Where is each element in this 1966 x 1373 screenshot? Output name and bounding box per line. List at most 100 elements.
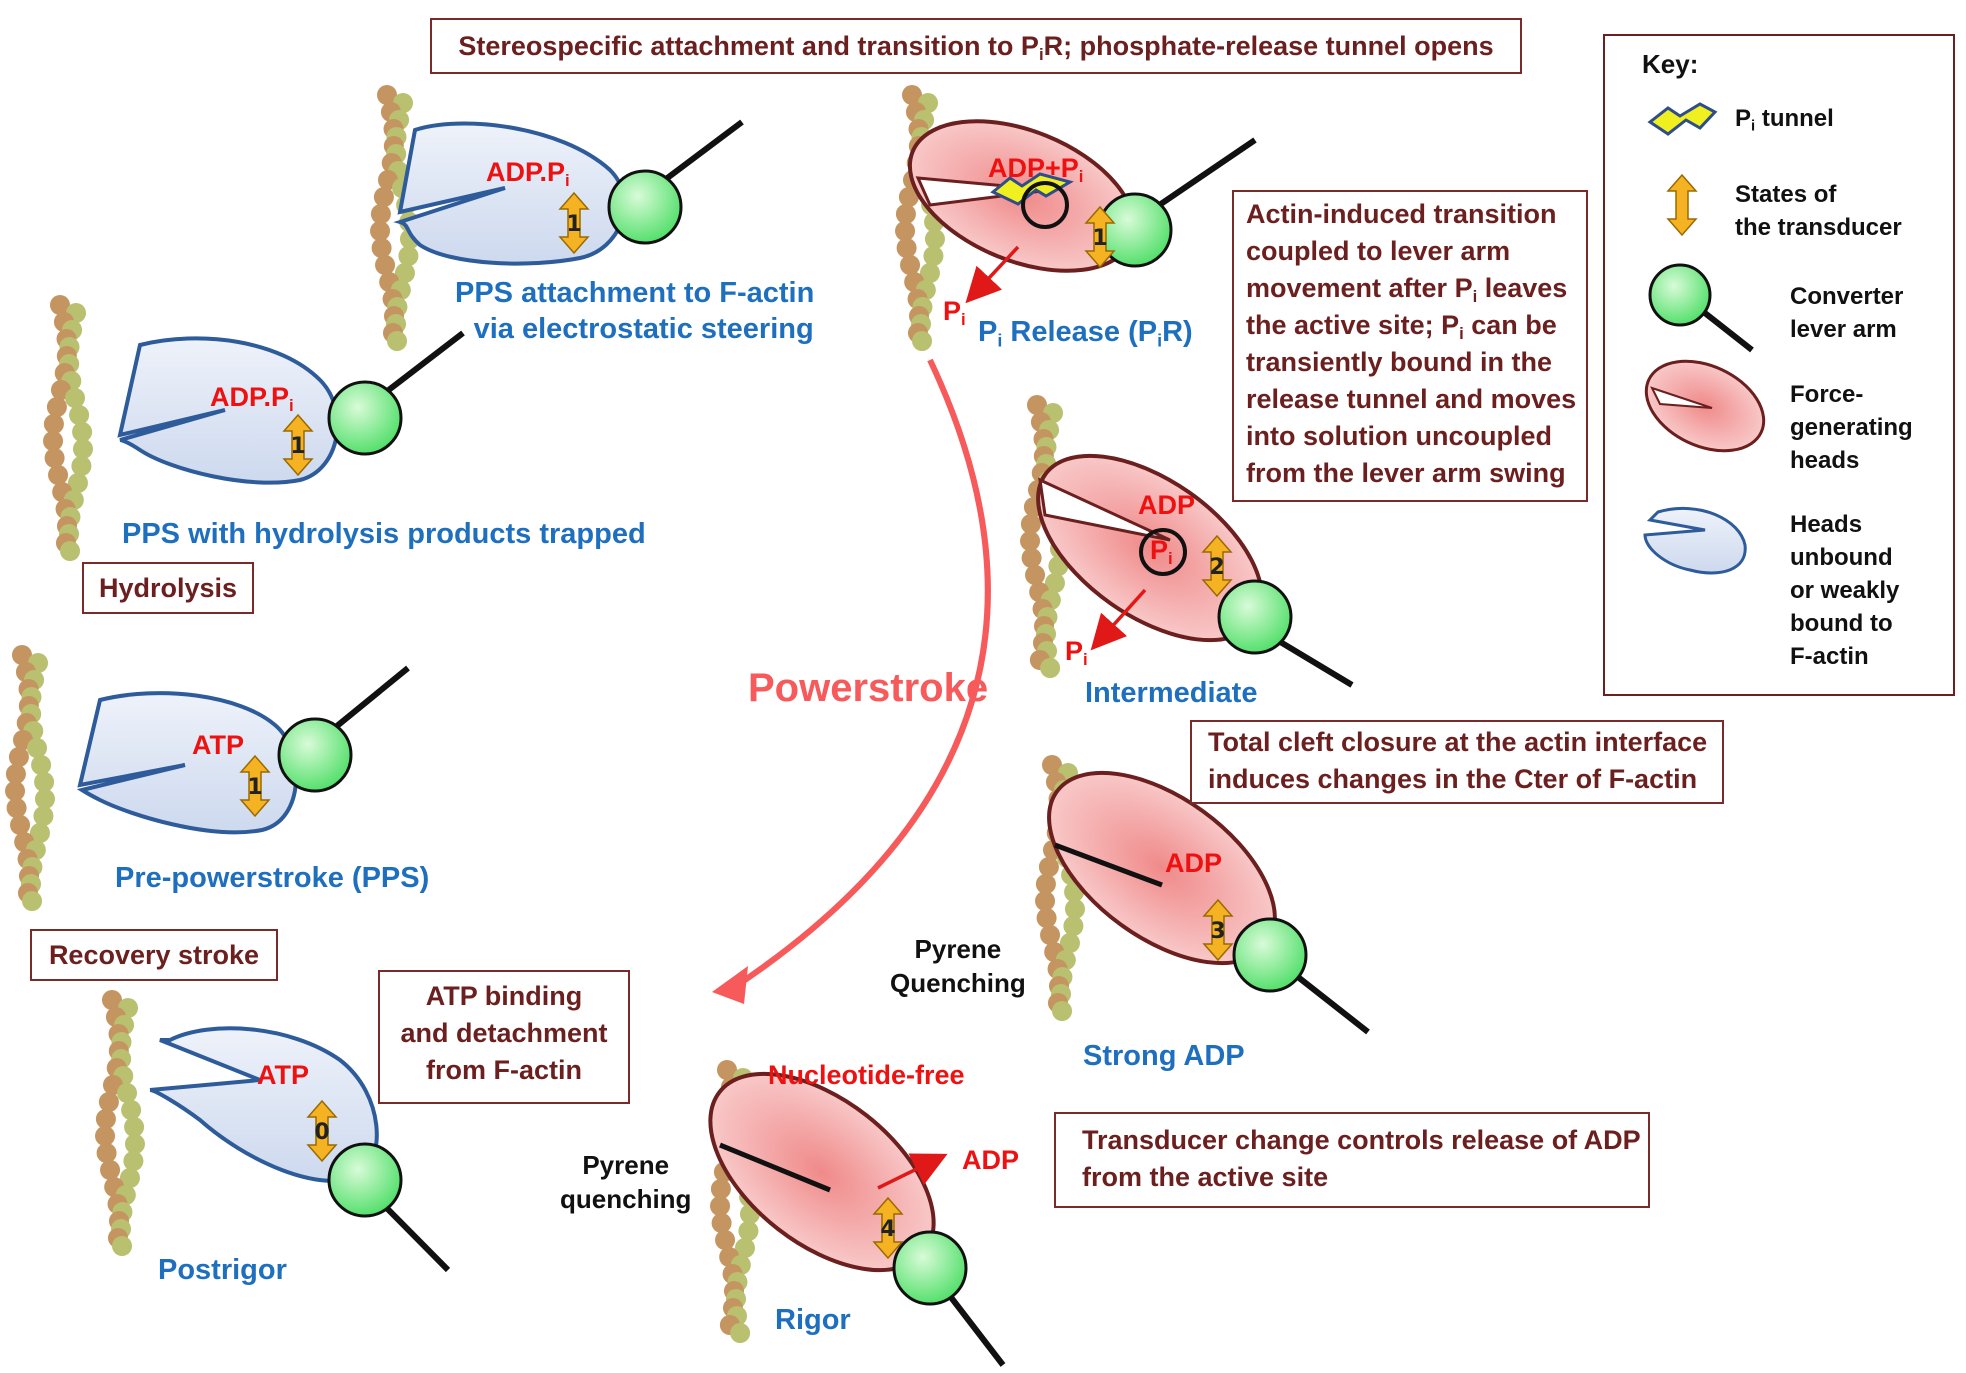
actin-bead [22, 891, 43, 911]
actin-bead [65, 388, 86, 408]
myosin-head-strong-adp: 3 [1047, 770, 1370, 1035]
actin-bead [710, 1179, 731, 1199]
key-converter-icon [1648, 263, 1754, 353]
actin-bead [896, 238, 917, 258]
actin-bead [8, 747, 29, 767]
actin-bead [71, 456, 92, 476]
bound-pi-intermediate: Pi [1150, 535, 1173, 569]
actin-bead [5, 764, 26, 784]
nucleotide-postrigor: ATP [257, 1060, 309, 1090]
actin-bead [1063, 916, 1084, 936]
actin-bead [95, 1109, 116, 1129]
actin-bead [31, 755, 52, 775]
actin-bead [69, 405, 90, 425]
actin-bead [1020, 514, 1041, 534]
actin-bead [34, 772, 55, 792]
nucleotide-pi-release: ADP+Pi [988, 153, 1084, 187]
svg-text:0: 0 [314, 1120, 329, 1145]
actin-induced-box: Actin-induced transition coupled to leve… [1232, 190, 1588, 502]
label-pps-attachment: PPS attachment to F-actin via electrosta… [455, 277, 815, 345]
actin-bead [923, 246, 944, 266]
actin-bead [46, 397, 67, 417]
actin-bead [370, 221, 391, 241]
actin-bead [60, 541, 81, 561]
myosin-head-pi-release: 1 [907, 119, 1257, 304]
actin-bead [370, 204, 391, 224]
actin-bead [1040, 658, 1061, 678]
released-pi-pir: Pi [943, 296, 966, 330]
actin-bead [43, 431, 64, 451]
powerstroke-arrow [728, 358, 991, 993]
actin-bead [10, 815, 31, 835]
label-intermediate: Intermediate [1085, 677, 1258, 709]
actin-bead [730, 1323, 751, 1343]
actin-bead [398, 246, 419, 266]
actin-bead [373, 187, 394, 207]
key-force-head-icon [1644, 359, 1766, 453]
myosin-head-pps: 1 [76, 665, 410, 835]
actin-bead [124, 1134, 145, 1154]
label-pps: Pre-powerstroke (PPS) [115, 862, 430, 894]
svg-text:1: 1 [1092, 226, 1107, 251]
actin-bead [112, 1236, 133, 1256]
nucleotide-intermediate: ADP [1138, 490, 1196, 520]
actin-bead [124, 1117, 145, 1137]
actin-bead [1038, 857, 1059, 877]
actin-bead [121, 1100, 142, 1120]
myosin-head-pps-attachment: 1 [393, 119, 744, 266]
actin-bead [1052, 1001, 1073, 1021]
actin-bead [34, 789, 55, 809]
actin-bead [738, 1221, 759, 1241]
actin-bead [96, 1143, 117, 1163]
actin-bead [98, 1092, 119, 1112]
actin-bead [924, 229, 945, 249]
actin-bead [27, 738, 48, 758]
powerstroke-arrowhead [712, 966, 748, 1004]
actin-bead [912, 331, 933, 351]
label-rigor: Rigor [775, 1304, 851, 1336]
myosin-head-pps-trapped: 1 [117, 330, 465, 485]
key-title: Key: [1642, 49, 1699, 79]
actin-bead [711, 1213, 732, 1233]
nucleotide-strong-adp: ADP [1165, 848, 1223, 878]
actin-bead [1036, 908, 1057, 928]
key-unbound-head-icon [1643, 506, 1747, 575]
actin-bead [48, 465, 69, 485]
actin-bead [371, 238, 392, 258]
actin-bead [1035, 874, 1056, 894]
label-strong-adp: Strong ADP [1083, 1040, 1245, 1072]
powerstroke-label: Powerstroke [748, 666, 989, 710]
actin-bead [895, 204, 916, 224]
actin-bead [117, 1083, 138, 1103]
recovery-stroke-box: Recovery stroke [30, 929, 278, 981]
transducer-box: Transducer change controls release of AD… [1054, 1112, 1650, 1208]
hydrolysis-box: Hydrolysis [82, 562, 254, 614]
svg-text:4: 4 [880, 1217, 895, 1242]
actin-bead [95, 1126, 116, 1146]
svg-text:1: 1 [247, 775, 262, 800]
top-banner-box: Stereospecific attachment and transition… [430, 18, 1522, 74]
svg-text:3: 3 [1210, 919, 1225, 944]
actin-bead [375, 255, 396, 275]
actin-bead [1021, 548, 1042, 568]
actin-bead [5, 781, 26, 801]
actin-bead [1020, 531, 1041, 551]
nucleotide-pps: ATP [192, 730, 244, 760]
actin-bead [900, 255, 921, 275]
actin-bead [1025, 565, 1046, 585]
key-pi-tunnel-label: Pi tunnel [1735, 105, 1834, 135]
actin-bead [72, 439, 93, 459]
nucleotide-free-label: Nucleotide-free [768, 1060, 965, 1090]
actin-bead [123, 1151, 144, 1171]
actin-bead [710, 1196, 731, 1216]
actin-bead [1040, 925, 1061, 945]
svg-text:2: 2 [1209, 555, 1224, 580]
actin-bead [1064, 899, 1085, 919]
